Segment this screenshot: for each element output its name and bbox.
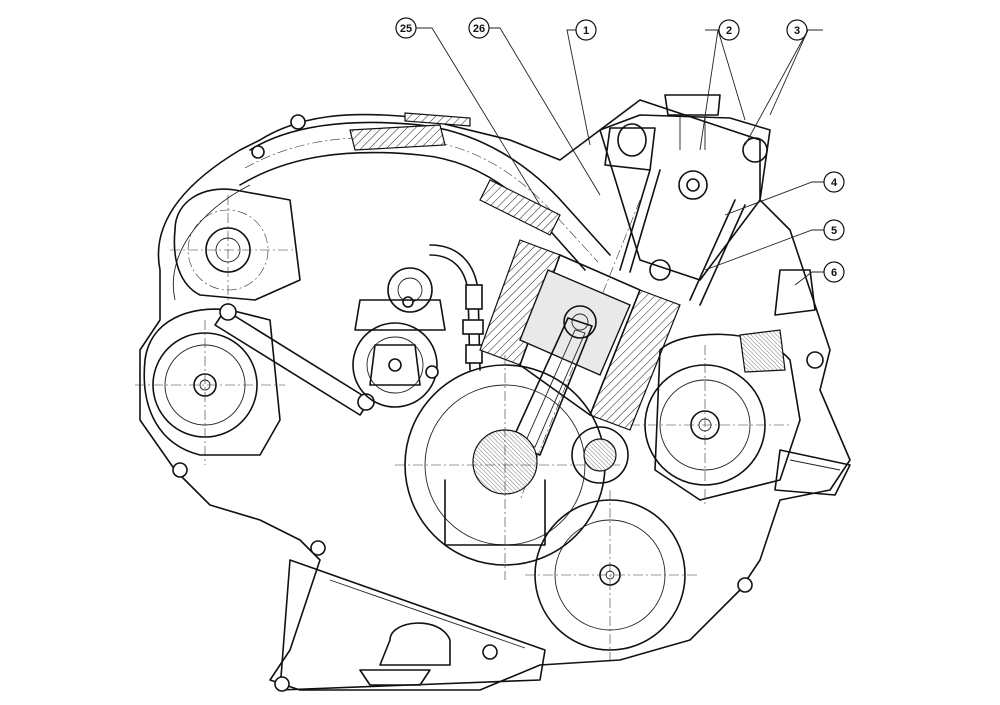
callout-5: 5 bbox=[823, 219, 845, 241]
piston bbox=[519, 269, 631, 376]
callout-label: 26 bbox=[473, 23, 485, 35]
alternator bbox=[135, 303, 375, 478]
upper-left-housing bbox=[170, 114, 306, 310]
connecting-rod bbox=[509, 317, 593, 456]
fuel-line bbox=[429, 244, 484, 371]
callout-label: 3 bbox=[794, 25, 800, 37]
callout-3: 3 bbox=[786, 19, 808, 41]
callout-4: 4 bbox=[823, 171, 845, 193]
crankshaft bbox=[395, 355, 620, 580]
callout-25: 25 bbox=[395, 17, 417, 39]
callout-label: 5 bbox=[831, 225, 837, 237]
engine-mount bbox=[737, 449, 851, 593]
callout-label: 25 bbox=[400, 23, 412, 35]
callout-6: 6 bbox=[823, 261, 845, 283]
callout-label: 2 bbox=[726, 25, 732, 37]
distributor-assembly bbox=[352, 267, 446, 408]
valve-train bbox=[599, 94, 768, 306]
callout-label: 6 bbox=[831, 267, 837, 279]
cylinder-bore bbox=[479, 199, 681, 501]
callout-2: 2 bbox=[718, 19, 740, 41]
callout-label: 1 bbox=[583, 25, 589, 37]
balance-shaft bbox=[525, 426, 700, 660]
callout-label: 4 bbox=[831, 177, 838, 189]
callout-26: 26 bbox=[468, 17, 490, 39]
oil-sump bbox=[274, 540, 546, 692]
timing-gear-housing bbox=[630, 269, 824, 505]
callout-1: 1 bbox=[575, 19, 597, 41]
intake-manifold bbox=[239, 112, 611, 271]
leader-lines bbox=[416, 27, 824, 286]
